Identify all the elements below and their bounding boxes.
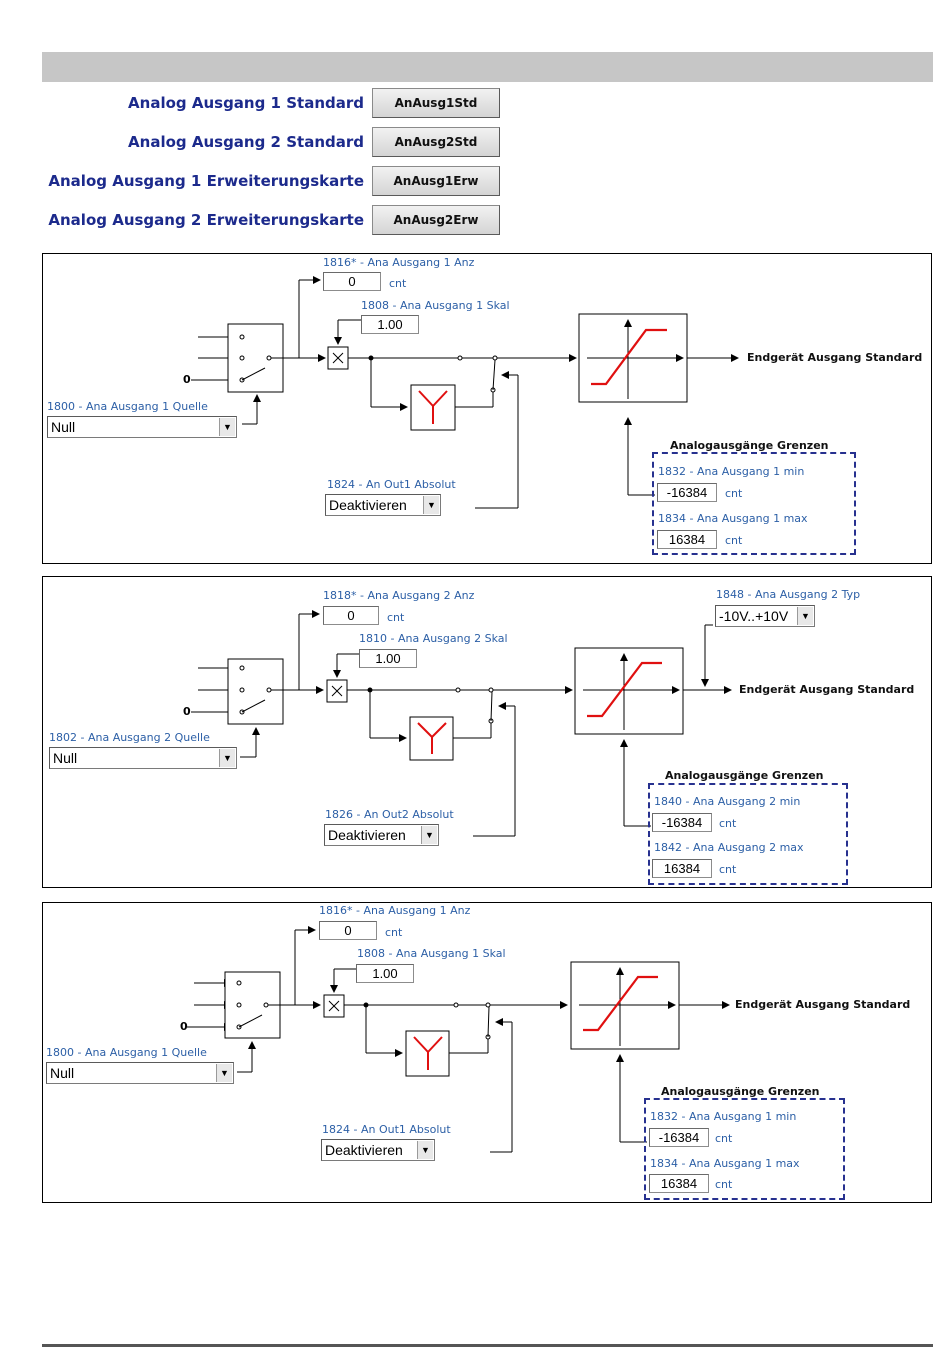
zero-input-label: 0 <box>183 373 191 386</box>
scale-param-label: 1810 - Ana Ausgang 2 Skal <box>359 632 508 645</box>
min-value-input[interactable]: -16384 <box>657 483 717 502</box>
scale-value-input[interactable]: 1.00 <box>361 315 419 334</box>
limits-group <box>644 1098 845 1200</box>
max-unit: cnt <box>719 863 737 876</box>
diagram-panel-1: 1816* - Ana Ausgang 1 Anz 0 cnt 1808 - A… <box>42 253 932 564</box>
section-header-bar <box>42 52 933 82</box>
display-value-field: 0 <box>323 272 381 291</box>
an-ausg1-std-button[interactable]: AnAusg1Std <box>372 88 500 118</box>
source-param-label: 1800 - Ana Ausgang 1 Quelle <box>47 400 208 413</box>
footer-divider <box>42 1344 933 1347</box>
absolute-select-value: Deaktivieren <box>328 827 406 843</box>
absolute-param-label: 1824 - An Out1 Absolut <box>327 478 456 491</box>
min-param-label: 1832 - Ana Ausgang 1 min <box>650 1110 797 1123</box>
source-select-value: Null <box>53 750 78 766</box>
signal-flow-diagram <box>191 276 739 509</box>
nav-label: Analog Ausgang 1 Standard <box>128 94 364 112</box>
source-select[interactable]: Null ▼ <box>49 747 237 769</box>
limits-group <box>652 452 856 555</box>
limits-title: Analogausgänge Grenzen <box>665 769 824 782</box>
absolute-select[interactable]: Deaktivieren ▼ <box>321 1139 435 1161</box>
an-ausg2-erw-button[interactable]: AnAusg2Erw <box>372 205 500 235</box>
absolute-select-value: Deaktivieren <box>325 1142 403 1158</box>
chevron-down-icon[interactable]: ▼ <box>219 418 235 436</box>
source-select-value: Null <box>51 419 76 435</box>
max-unit: cnt <box>715 1178 733 1191</box>
source-param-label: 1802 - Ana Ausgang 2 Quelle <box>49 731 210 744</box>
an-ausg1-erw-button[interactable]: AnAusg1Erw <box>372 166 500 196</box>
chevron-down-icon[interactable]: ▼ <box>423 496 439 514</box>
an-ausg2-std-button[interactable]: AnAusg2Std <box>372 127 500 157</box>
absolute-param-label: 1824 - An Out1 Absolut <box>322 1123 451 1136</box>
min-param-label: 1832 - Ana Ausgang 1 min <box>658 465 805 478</box>
zero-input-label: 0 <box>180 1020 188 1033</box>
end-device-label: Endgerät Ausgang Standard <box>747 351 923 364</box>
absolute-select[interactable]: Deaktivieren ▼ <box>324 824 439 846</box>
chevron-down-icon[interactable]: ▼ <box>797 607 813 625</box>
diagram-panel-3: 1816* - Ana Ausgang 1 Anz 0 cnt 1808 - A… <box>42 902 932 1203</box>
end-device-label: Endgerät Ausgang Standard <box>739 683 915 696</box>
min-param-label: 1840 - Ana Ausgang 2 min <box>654 795 801 808</box>
max-param-label: 1834 - Ana Ausgang 1 max <box>650 1157 800 1170</box>
chevron-down-icon[interactable]: ▼ <box>421 826 437 844</box>
absolute-select[interactable]: Deaktivieren ▼ <box>325 494 441 516</box>
diagram-panel-2: 1818* - Ana Ausgang 2 Anz 0 cnt 1810 - A… <box>42 576 932 888</box>
min-unit: cnt <box>725 487 743 500</box>
nav-row-4: Analog Ausgang 2 Erweiterungskarte AnAus… <box>0 205 950 237</box>
nav-row-2: Analog Ausgang 2 Standard AnAusg2Std <box>0 127 950 159</box>
max-value-input[interactable]: 16384 <box>652 859 712 878</box>
nav-label: Analog Ausgang 2 Erweiterungskarte <box>48 211 364 229</box>
absolute-param-label: 1826 - An Out2 Absolut <box>325 808 454 821</box>
max-value-input[interactable]: 16384 <box>649 1174 709 1193</box>
nav-row-1: Analog Ausgang 1 Standard AnAusg1Std <box>0 88 950 120</box>
nav-label: Analog Ausgang 1 Erweiterungskarte <box>48 172 364 190</box>
min-value-input[interactable]: -16384 <box>652 813 712 832</box>
source-select-value: Null <box>50 1065 75 1081</box>
scale-param-label: 1808 - Ana Ausgang 1 Skal <box>361 299 510 312</box>
zero-input-label: 0 <box>183 705 191 718</box>
min-value-input[interactable]: -16384 <box>649 1128 709 1147</box>
signal-flow-diagram <box>187 926 730 1153</box>
source-select[interactable]: Null ▼ <box>46 1062 234 1084</box>
type-select[interactable]: -10V..+10V ▼ <box>715 605 815 627</box>
nav-label: Analog Ausgang 2 Standard <box>128 133 364 151</box>
max-param-label: 1834 - Ana Ausgang 1 max <box>658 512 808 525</box>
source-param-label: 1800 - Ana Ausgang 1 Quelle <box>46 1046 207 1059</box>
chevron-down-icon[interactable]: ▼ <box>216 1064 232 1082</box>
display-unit: cnt <box>387 611 405 624</box>
display-param-label: 1816* - Ana Ausgang 1 Anz <box>319 904 471 917</box>
scale-value-input[interactable]: 1.00 <box>359 649 417 668</box>
source-select[interactable]: Null ▼ <box>47 416 237 438</box>
type-select-value: -10V..+10V <box>719 608 789 624</box>
max-param-label: 1842 - Ana Ausgang 2 max <box>654 841 804 854</box>
display-param-label: 1818* - Ana Ausgang 2 Anz <box>323 589 475 602</box>
display-unit: cnt <box>385 926 403 939</box>
limits-title: Analogausgänge Grenzen <box>661 1085 820 1098</box>
chevron-down-icon[interactable]: ▼ <box>417 1141 433 1159</box>
max-value-input[interactable]: 16384 <box>657 530 717 549</box>
display-unit: cnt <box>389 277 407 290</box>
nav-row-3: Analog Ausgang 1 Erweiterungskarte AnAus… <box>0 166 950 198</box>
scale-param-label: 1808 - Ana Ausgang 1 Skal <box>357 947 506 960</box>
max-unit: cnt <box>725 534 743 547</box>
chevron-down-icon[interactable]: ▼ <box>219 749 235 767</box>
display-value-field: 0 <box>323 606 379 625</box>
min-unit: cnt <box>719 817 737 830</box>
display-value-field: 0 <box>319 921 377 940</box>
end-device-label: Endgerät Ausgang Standard <box>735 998 911 1011</box>
limits-title: Analogausgänge Grenzen <box>670 439 829 452</box>
signal-flow-diagram <box>191 610 732 837</box>
scale-value-input[interactable]: 1.00 <box>356 964 414 983</box>
display-param-label: 1816* - Ana Ausgang 1 Anz <box>323 256 475 269</box>
type-param-label: 1848 - Ana Ausgang 2 Typ <box>716 588 861 601</box>
absolute-select-value: Deaktivieren <box>329 497 407 513</box>
limits-group <box>648 783 848 885</box>
min-unit: cnt <box>715 1132 733 1145</box>
